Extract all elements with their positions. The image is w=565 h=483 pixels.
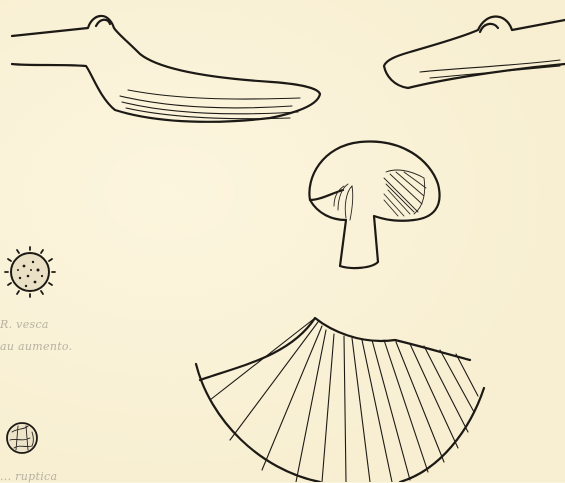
gill-section-left — [12, 16, 320, 122]
caption-spore-species: R. vesca — [0, 318, 49, 331]
gill-fan — [196, 318, 484, 482]
mushroom-section — [309, 142, 439, 269]
caption-spore-magnification: au aumento. — [0, 340, 72, 353]
caption-second-spore: ... ruptica — [0, 470, 57, 483]
gill-section-right — [384, 17, 565, 89]
spore-reticulate — [7, 423, 37, 453]
spore-spiky — [5, 247, 55, 297]
